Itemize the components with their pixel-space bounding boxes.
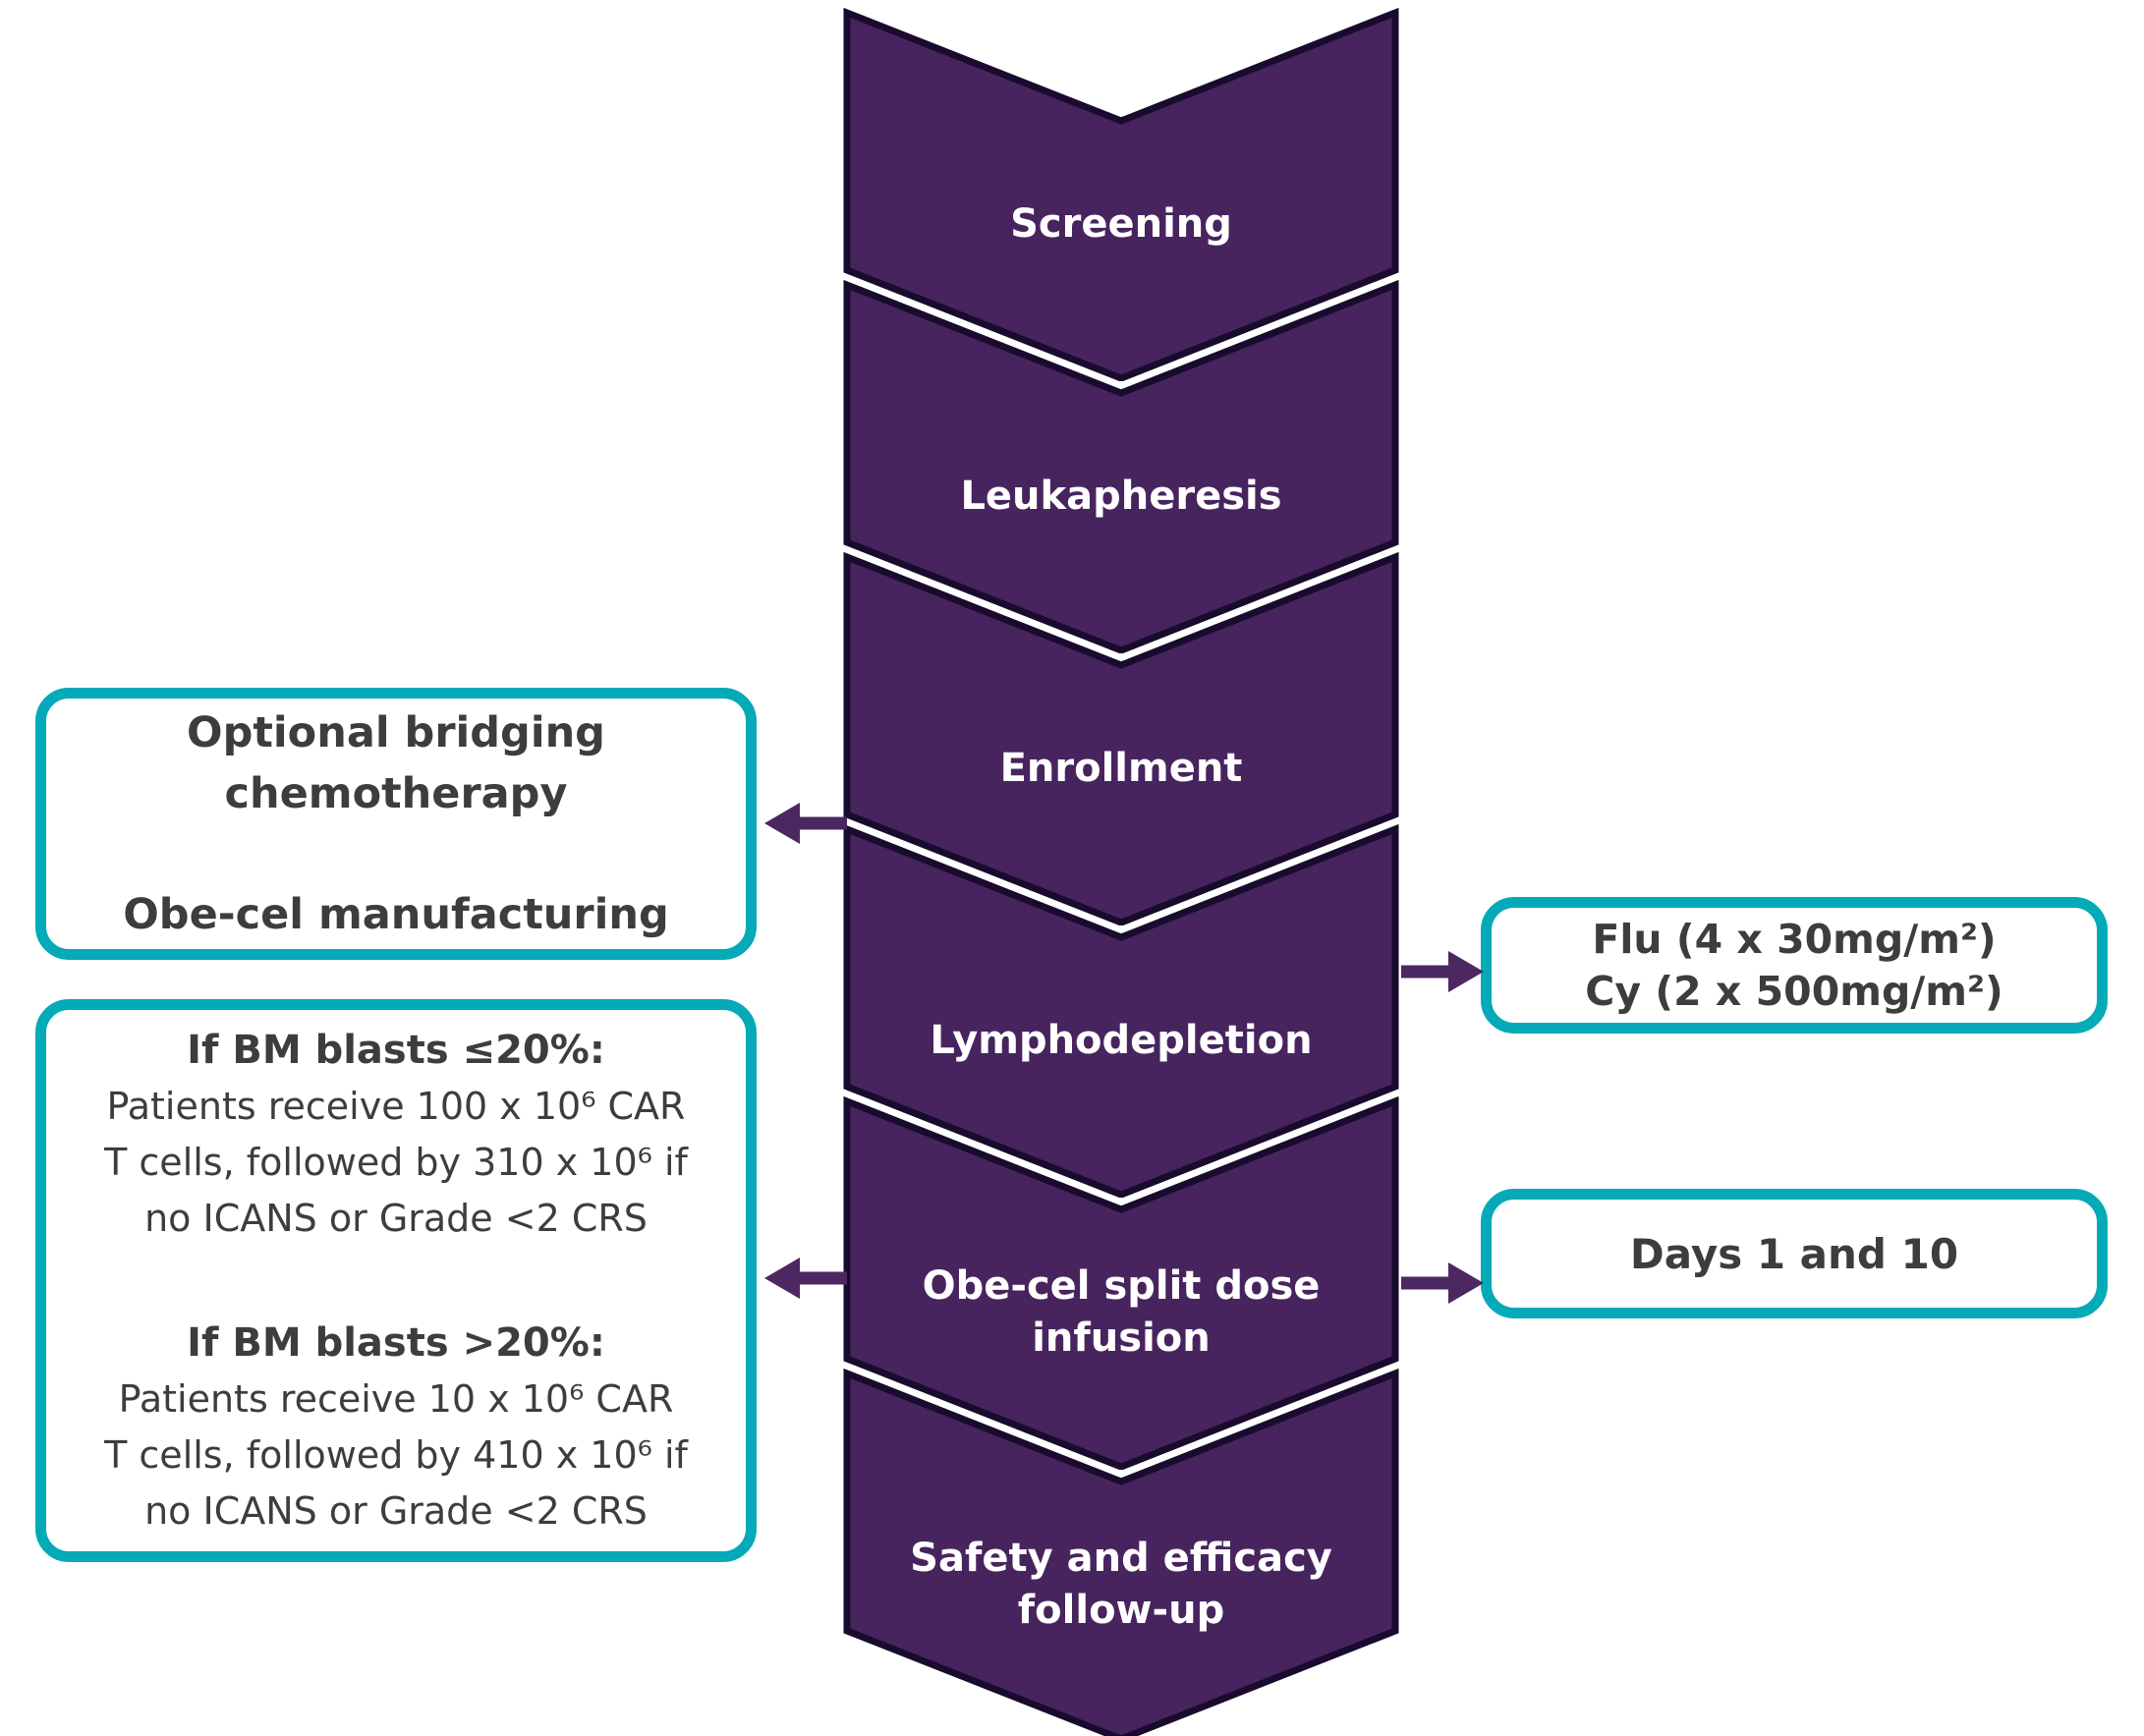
chevron-shape: [843, 824, 1399, 1198]
low-blasts-line: no ICANS or Grade <2 CRS: [144, 1196, 648, 1240]
flow-step-leukapheresis: Leukapheresis: [843, 280, 1399, 653]
low-blasts-heading: If BM blasts ≤20%:: [187, 1027, 605, 1073]
bridging-line: Optional bridging: [187, 708, 605, 757]
flow-step-lymphodepletion: Lymphodepletion: [843, 824, 1399, 1198]
regimen-line: Cy (2 x 500mg/m²): [1585, 967, 2003, 1015]
step-label: Leukapheresis: [960, 473, 1282, 519]
step-label: Obe-cel split dose infusion: [922, 1263, 1321, 1361]
low-blasts-section: If BM blasts ≤20%: Patients receive 100 …: [104, 1023, 688, 1247]
chevron-shape: [843, 280, 1399, 653]
high-blasts-heading: If BM blasts >20%:: [187, 1319, 605, 1366]
manufacturing-line: Obe-cel manufacturing: [123, 890, 669, 939]
step-label: Safety and efficacy follow-up: [910, 1536, 1332, 1633]
bridging-chemo-box: Optional bridging chemotherapy Obe-cel m…: [35, 688, 757, 960]
lymphodepletion-regimen-box: Flu (4 x 30mg/m²) Cy (2 x 500mg/m²): [1481, 897, 2108, 1034]
arrow-right-icon: [1401, 951, 1484, 992]
arrow-left-icon: [764, 1258, 847, 1299]
flow-step-safety-follow-up: Safety and efficacy follow-up: [843, 1369, 1399, 1736]
chevron-shape: [843, 8, 1399, 381]
chevron-shape: [843, 1096, 1399, 1470]
arrow-right-icon: [1401, 1262, 1484, 1304]
flow-step-obe-cel-split-dose-infusion: Obe-cel split dose infusion: [843, 1096, 1399, 1470]
high-blasts-section: If BM blasts >20%: Patients receive 10 x…: [104, 1316, 688, 1540]
low-blasts-line: Patients receive 100 x 10⁶ CAR: [106, 1084, 686, 1128]
regimen-line: Flu (4 x 30mg/m²): [1592, 915, 1997, 963]
step-label: Lymphodepletion: [930, 1017, 1313, 1063]
step-label: Screening: [1010, 200, 1232, 247]
step-label: Enrollment: [999, 745, 1243, 791]
chevron-shape: [843, 552, 1399, 925]
bridging-line: chemotherapy: [224, 769, 568, 818]
infusion-days-box: Days 1 and 10: [1481, 1189, 2108, 1318]
high-blasts-line: no ICANS or Grade <2 CRS: [144, 1488, 648, 1533]
flow-step-enrollment: Enrollment: [843, 552, 1399, 925]
arrow-left-icon: [764, 803, 847, 844]
low-blasts-line: T cells, followed by 310 x 10⁶ if: [104, 1140, 688, 1184]
chevron-shape: [843, 1369, 1399, 1736]
dosing-rules-box: If BM blasts ≤20%: Patients receive 100 …: [35, 999, 757, 1562]
high-blasts-line: Patients receive 10 x 10⁶ CAR: [118, 1376, 674, 1421]
high-blasts-line: T cells, followed by 410 x 10⁶ if: [104, 1432, 688, 1477]
flow-step-screening: Screening: [843, 8, 1399, 381]
infusion-days-label: Days 1 and 10: [1629, 1229, 1959, 1278]
